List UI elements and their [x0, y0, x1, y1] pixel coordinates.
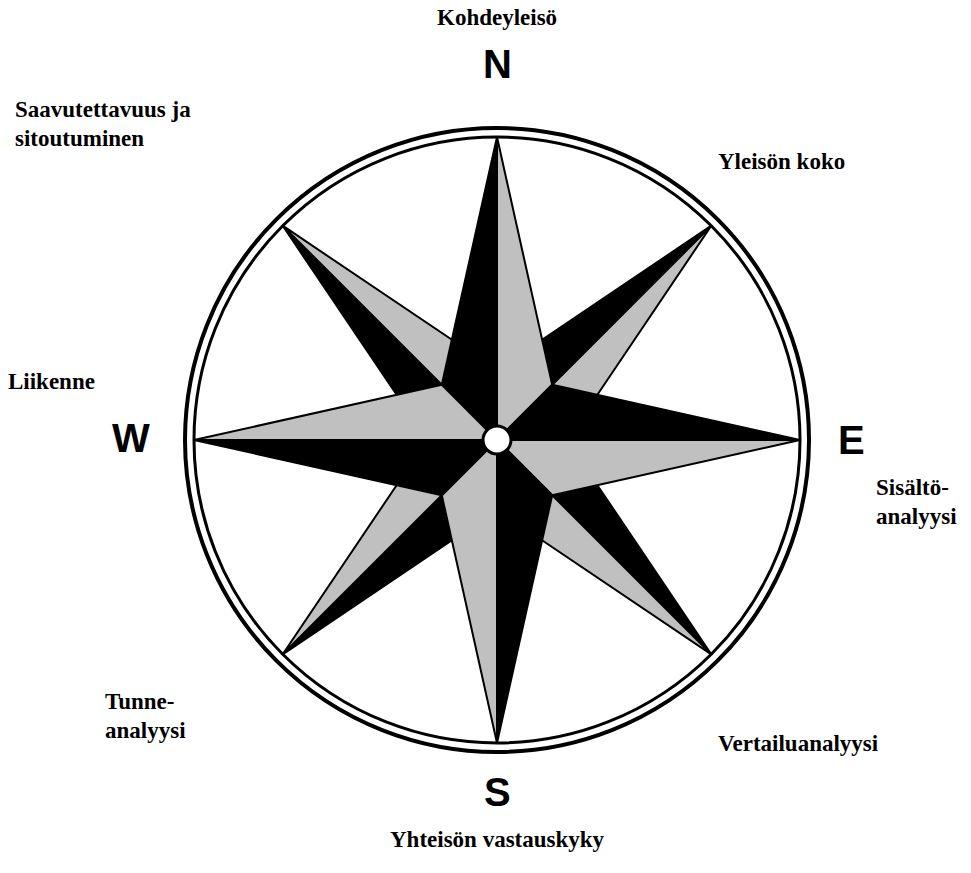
label-text: Vertailuanalyysi: [718, 730, 878, 759]
direction-letter: S: [484, 772, 511, 812]
star-half: [497, 385, 800, 440]
direction-letter: N: [483, 44, 512, 84]
label-text: Saavutettavuus ja sitoutuminen: [15, 96, 275, 154]
direction-letter: W: [112, 418, 150, 458]
label-text: Kohdeyleisö: [437, 4, 557, 33]
outer-ring: [185, 128, 809, 752]
label-text: Liikenne: [8, 368, 95, 397]
label-text: Yhteisön vastauskyky: [390, 826, 604, 855]
label-text: Tunne- analyysi: [105, 688, 186, 746]
inner-ring: [194, 137, 800, 743]
star-half: [194, 440, 497, 495]
star-points: [194, 137, 800, 743]
center-hub: [483, 426, 511, 454]
label-text: Yleisön koko: [718, 148, 845, 177]
star-half: [194, 385, 497, 440]
direction-letter: E: [838, 420, 865, 460]
star-half: [497, 440, 552, 743]
label-text: Sisältö- analyysi: [876, 474, 957, 532]
